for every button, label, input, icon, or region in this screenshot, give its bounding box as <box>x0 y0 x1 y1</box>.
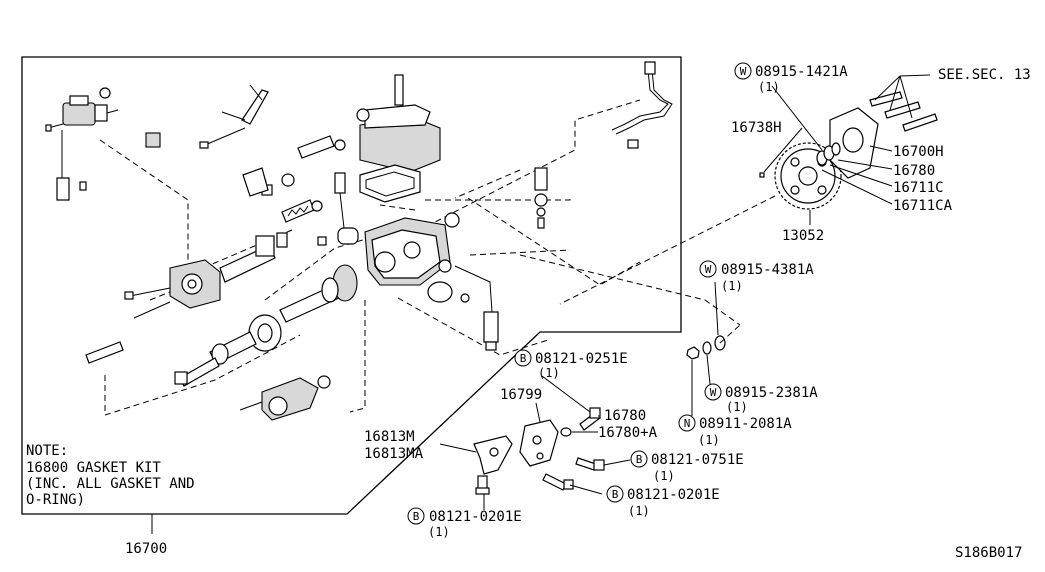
pump-body-icon <box>317 172 451 286</box>
bolt-symbol-icon <box>514 349 532 367</box>
label-08915-2381a: 08915-2381A <box>725 385 818 401</box>
bracket-icon <box>199 84 269 149</box>
label-08121-0201e-bottom: 08121-0201E <box>429 509 522 525</box>
washer-icon <box>702 341 712 355</box>
bolt-symbol: B <box>636 453 643 466</box>
washer-symbol-icon <box>734 62 752 80</box>
washer-symbol: W <box>710 386 717 399</box>
nut-icon <box>686 346 700 360</box>
bolt-symbol-icon <box>606 485 624 503</box>
fuel-pipe-icon <box>534 61 673 229</box>
label-13052: 13052 <box>782 228 824 244</box>
bolt-symbol-icon <box>630 450 648 468</box>
label-16780-a: 16780+A <box>598 425 658 441</box>
label-16813m: 16813M <box>364 429 415 445</box>
bolt-symbol: B <box>413 510 420 523</box>
note-line-1: 16800 GASKET KIT <box>26 460 161 476</box>
qty-08121-0201e-right: (1) <box>628 504 650 518</box>
timer-piston-icon <box>239 375 331 421</box>
label-16799: 16799 <box>500 387 542 403</box>
bracket-16799-icon <box>519 419 559 467</box>
label-16780-top: 16780 <box>893 163 935 179</box>
qty-08915-1421a: (1) <box>758 80 780 94</box>
washer-icon <box>816 142 841 166</box>
qty-08915-2381a: (1) <box>726 400 748 414</box>
label-16711c: 16711C <box>893 180 944 196</box>
washer-symbol: W <box>705 263 712 276</box>
nut-symbol: N <box>684 417 691 430</box>
sensor-connector-icon <box>427 212 499 351</box>
bolt-symbol: B <box>520 352 527 365</box>
bolt-symbol: B <box>612 488 619 501</box>
label-16813ma: 16813MA <box>364 446 424 462</box>
label-08915-4381a: 08915-4381A <box>721 262 814 278</box>
note-line-3: O-RING) <box>26 492 85 508</box>
drive-shaft-icon <box>85 264 358 387</box>
assembly-label: 16700 <box>125 541 167 557</box>
leader-lines-bracket <box>439 375 631 510</box>
label-16711ca: 16711CA <box>893 198 953 214</box>
assembly-frame <box>21 56 682 515</box>
note-line-2: (INC. ALL GASKET AND <box>26 476 195 492</box>
qty-08121-0201e-bottom: (1) <box>428 525 450 539</box>
diagram-code: S186B017 <box>955 545 1022 561</box>
plunger-spring-icon <box>242 135 346 223</box>
qty-08915-4381a: (1) <box>721 279 743 293</box>
bolt-icon <box>475 407 605 495</box>
note-heading: NOTE: <box>26 443 68 459</box>
label-08915-1421a: 08915-1421A <box>755 64 848 80</box>
pump-head-cover-icon <box>356 74 441 203</box>
distributor-head-icon <box>124 232 288 319</box>
washer-symbol-icon <box>704 383 722 401</box>
stud-bolt-icon <box>869 91 938 132</box>
nut-symbol-icon <box>678 414 696 432</box>
washer-symbol: W <box>740 65 747 78</box>
label-see-sec-13: SEE.SEC. 13 <box>938 67 1031 83</box>
label-08121-0201e-right: 08121-0201E <box>627 487 720 503</box>
bracket-16813m-icon <box>473 435 513 475</box>
qty-08121-0251e: (1) <box>538 366 560 380</box>
label-08121-0251e: 08121-0251E <box>535 351 628 367</box>
qty-08911-2081a: (1) <box>698 433 720 447</box>
solenoid-assembly-icon <box>45 87 161 201</box>
leader-lines-gear <box>763 74 931 225</box>
label-08121-0751e: 08121-0751E <box>651 452 744 468</box>
label-16738h: 16738H <box>731 120 782 136</box>
key-icon <box>759 172 765 178</box>
label-16700h: 16700H <box>893 144 944 160</box>
bolt-symbol-icon <box>407 507 425 525</box>
label-16780-mid: 16780 <box>604 408 646 424</box>
label-08911-2081a: 08911-2081A <box>699 416 792 432</box>
washer-symbol-icon <box>699 260 717 278</box>
callouts: W 08915-1421A (1) SEE.SEC. 13 16738H 167… <box>26 62 1031 561</box>
qty-08121-0751e: (1) <box>653 469 675 483</box>
